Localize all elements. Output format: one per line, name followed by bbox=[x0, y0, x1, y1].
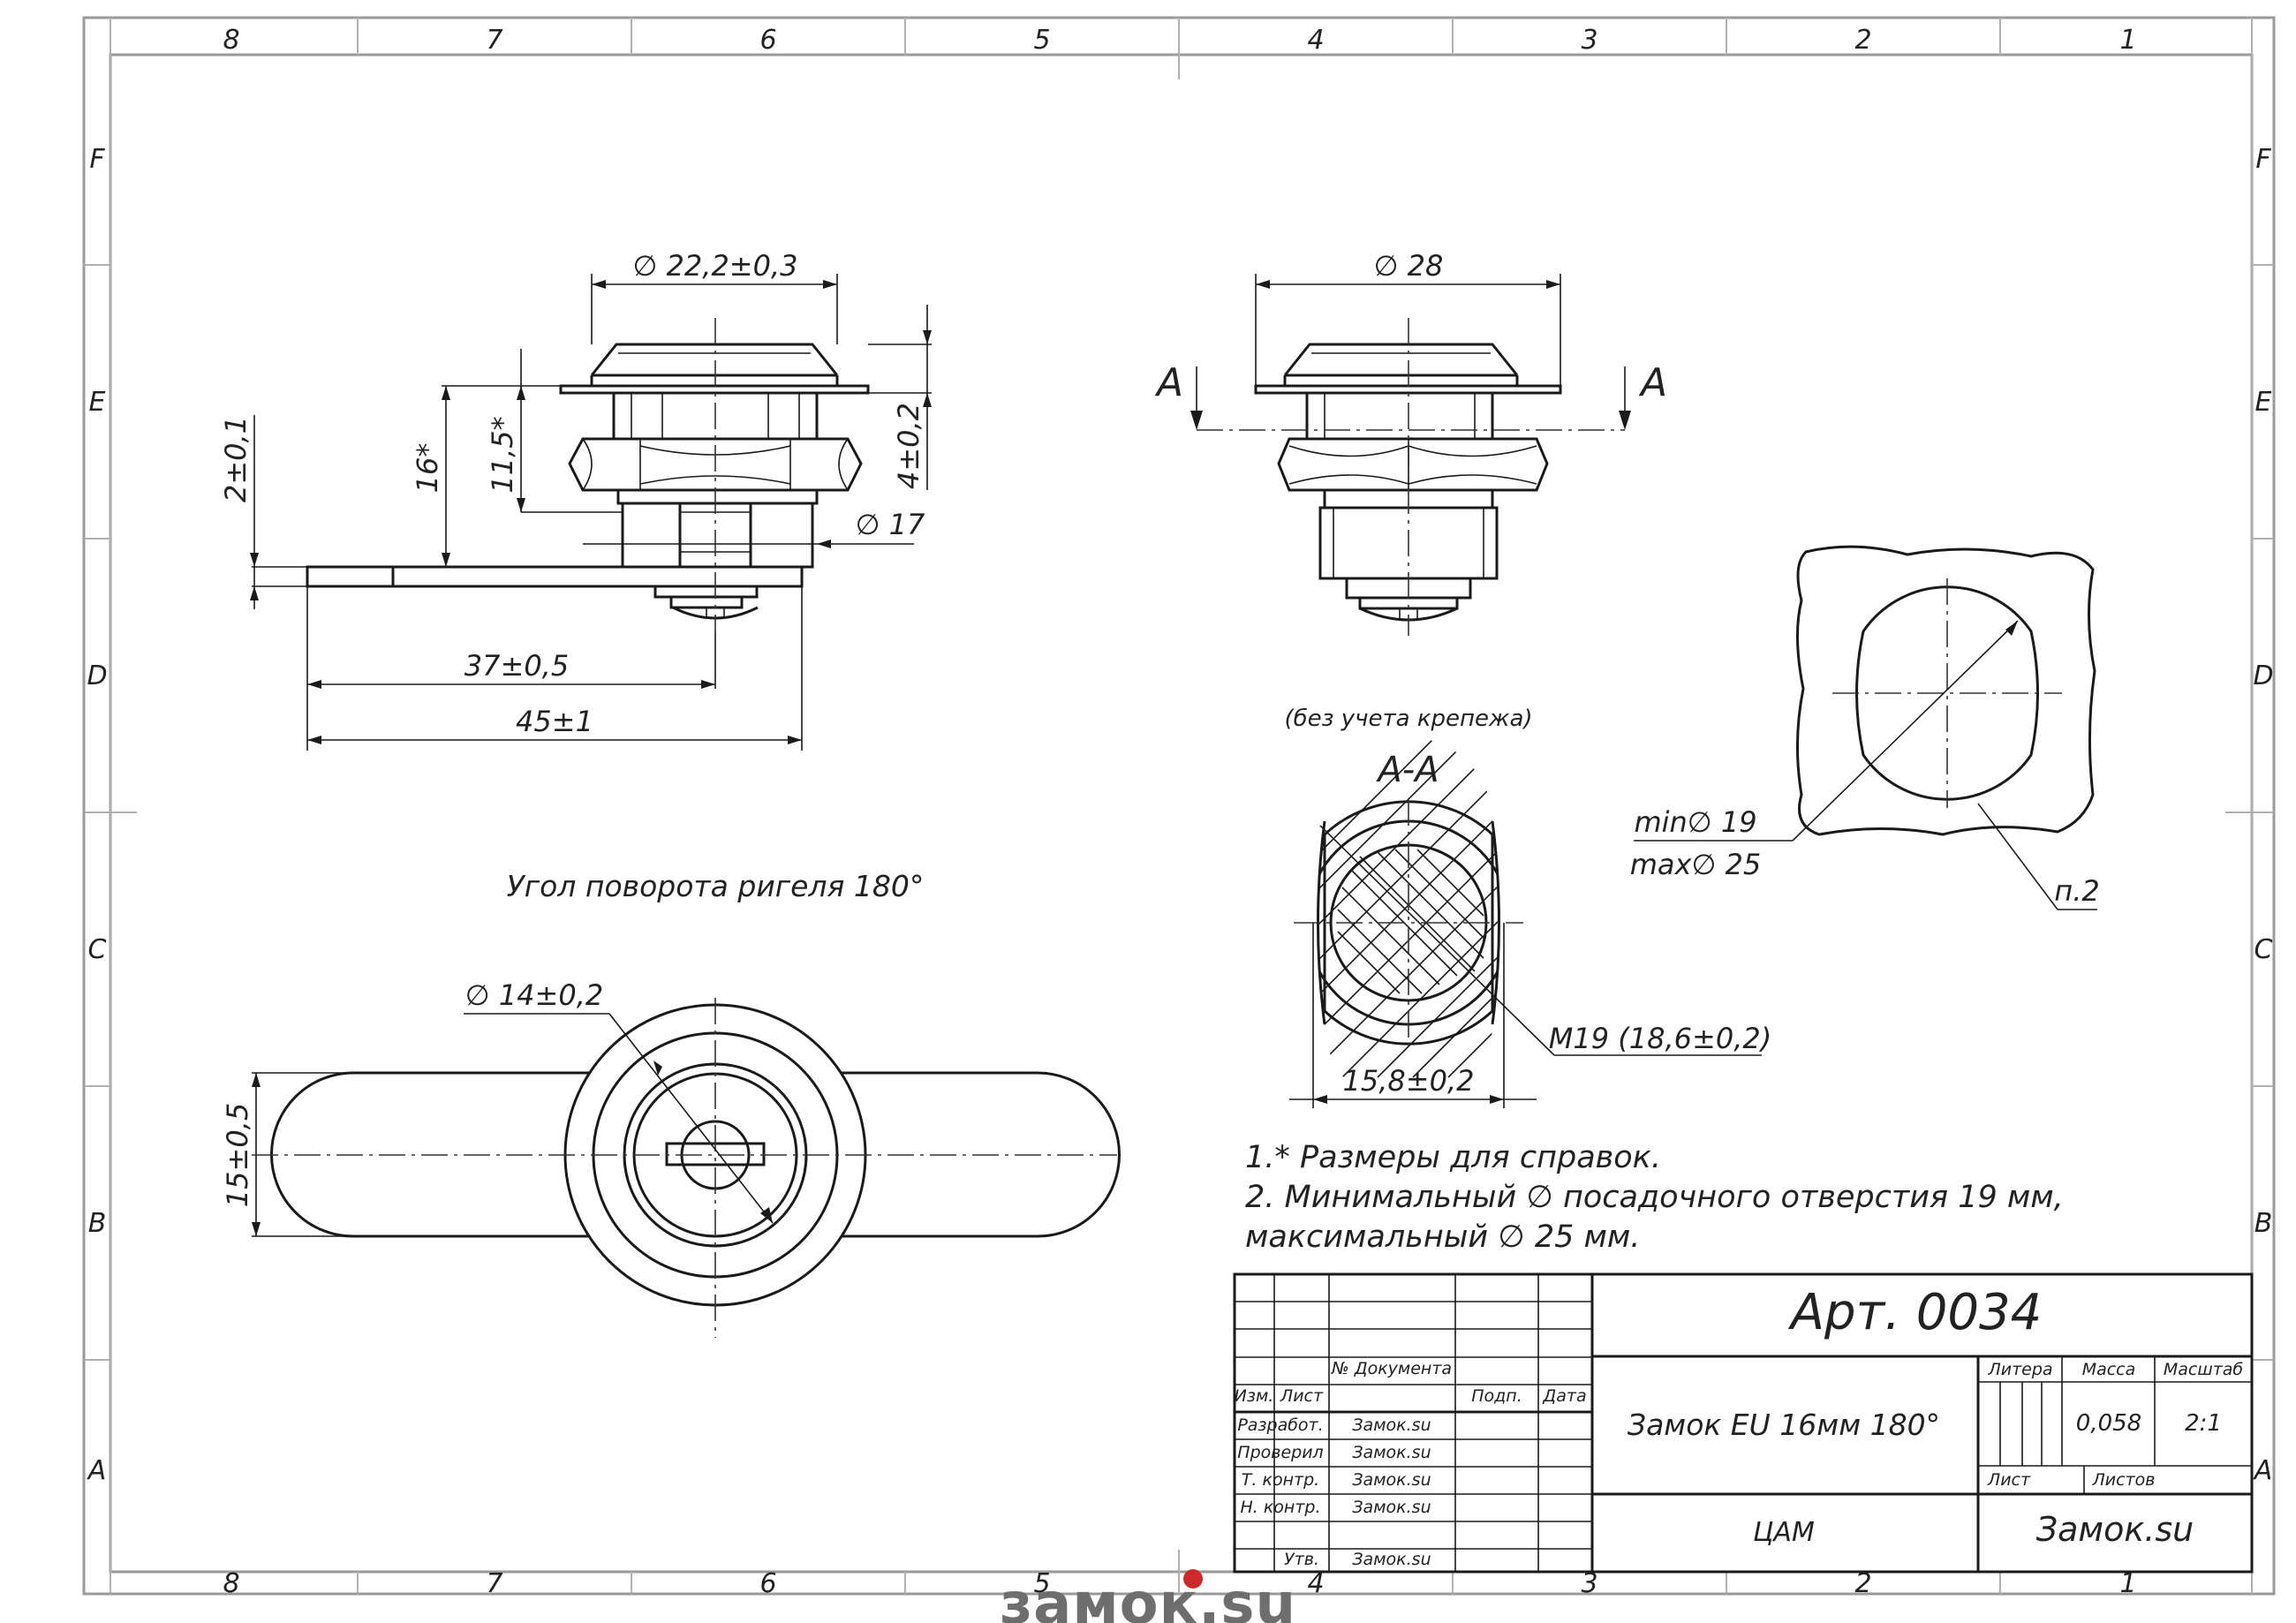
row-checked: Проверил bbox=[1237, 1443, 1323, 1462]
col-date: Дата bbox=[1542, 1386, 1586, 1406]
dim-diameter-14: ∅ 14±0,2 bbox=[465, 978, 603, 1012]
zone-row-c-right: C bbox=[2254, 934, 2273, 965]
row-norm-control: Н. контр. bbox=[1240, 1498, 1320, 1517]
material: ЦАМ bbox=[1753, 1517, 1815, 1548]
product-name: Замок EU 16мм 180° bbox=[1628, 1408, 1940, 1442]
signer-developed: Замок.su bbox=[1352, 1415, 1431, 1435]
section-mark-left: A bbox=[1154, 360, 1183, 405]
zone-col-3-top: 3 bbox=[1581, 25, 1597, 56]
zone-col-5-top: 5 bbox=[1033, 25, 1050, 56]
zone-col-7-top: 7 bbox=[486, 25, 502, 56]
col-doc-number: № Документа bbox=[1331, 1359, 1452, 1378]
technical-notes: 1.* Размеры для справок. 2. Минимальный … bbox=[1245, 1140, 2064, 1255]
dim-min-hole: min∅ 19 bbox=[1634, 805, 1756, 839]
zone-col-3-bottom: 3 bbox=[1581, 1568, 1597, 1599]
dim-height-16: 16* bbox=[411, 443, 444, 494]
zone-row-c-left: C bbox=[88, 934, 107, 965]
zone-row-a-left: A bbox=[87, 1455, 107, 1486]
zone-col-4-top: 4 bbox=[1307, 25, 1324, 56]
zone-row-b-right: B bbox=[2254, 1208, 2273, 1239]
zone-row-e-right: E bbox=[2255, 387, 2272, 418]
note-ref: п.2 bbox=[2054, 874, 2099, 908]
signer-norm-control: Замок.su bbox=[1352, 1498, 1431, 1517]
col-signature: Подп. bbox=[1471, 1386, 1522, 1406]
zone-row-d-left: D bbox=[87, 661, 107, 691]
signer-tech-control: Замок.su bbox=[1352, 1470, 1431, 1490]
side-view: ∅ 28 A A (без учета крепежа) bbox=[1154, 249, 1667, 732]
zone-row-f-left: F bbox=[89, 144, 105, 175]
dim-width-15: 15±0,5 bbox=[221, 1103, 254, 1207]
dim-height-11-5: 11,5* bbox=[486, 416, 519, 493]
zone-col-7-bottom: 7 bbox=[486, 1568, 502, 1599]
without-fasteners-note: (без учета крепежа) bbox=[1284, 706, 1532, 732]
section-mark-right: A bbox=[1638, 360, 1667, 405]
mounting-hole-view: min∅ 19 max∅ 25 п.2 bbox=[1630, 545, 2100, 910]
dim-length-45: 45±1 bbox=[516, 705, 593, 738]
sheet-label: Лист bbox=[1987, 1470, 2031, 1490]
zone-col-8-top: 8 bbox=[223, 25, 239, 56]
drawing-frame: 8 7 6 5 4 3 2 1 8 7 6 5 4 3 2 1 F E D C … bbox=[82, 16, 2276, 1599]
zone-row-a-right: A bbox=[2253, 1455, 2273, 1486]
zone-col-6-bottom: 6 bbox=[759, 1568, 776, 1599]
title-block: Арт. 0034 Замок EU 16мм 180° ЦАМ Замок.s… bbox=[1233, 1272, 2254, 1574]
dim-diameter-28: ∅ 28 bbox=[1374, 249, 1444, 283]
rotation-note: Угол поворота ригеля 180° bbox=[507, 869, 925, 903]
dim-thickness-2: 2±0,1 bbox=[219, 416, 253, 502]
logo-dot bbox=[1183, 1569, 1203, 1589]
scale-value: 2:1 bbox=[2185, 1410, 2222, 1437]
front-view: ∅ 22,2±0,3 16* 11,5* 2±0,1 4±0,2 ∅ 17 37 bbox=[219, 249, 932, 751]
dim-thread: M19 (18,6±0,2) bbox=[1549, 1022, 1771, 1055]
zone-col-8-bottom: 8 bbox=[223, 1568, 239, 1599]
dim-top-diameter: ∅ 22,2±0,3 bbox=[633, 249, 798, 283]
zone-col-5-bottom: 5 bbox=[1033, 1568, 1050, 1599]
zone-col-1-bottom: 1 bbox=[2119, 1568, 2136, 1599]
mass-label: Масса bbox=[2082, 1360, 2136, 1379]
zone-row-d-right: D bbox=[2253, 661, 2273, 691]
zamok-logo: замок.su bbox=[1000, 1569, 1296, 1623]
litera-label: Литера bbox=[1987, 1360, 2052, 1379]
note-1: 1.* Размеры для справок. bbox=[1245, 1140, 1661, 1175]
zone-col-1-top: 1 bbox=[2119, 25, 2136, 56]
dim-length-37: 37±0,5 bbox=[464, 649, 569, 683]
scale-label: Масштаб bbox=[2164, 1360, 2244, 1379]
zone-col-4-bottom: 4 bbox=[1307, 1568, 1324, 1599]
signer-approved: Замок.su bbox=[1352, 1550, 1431, 1569]
zone-row-b-left: B bbox=[88, 1208, 107, 1239]
logo-text: замок.su bbox=[1000, 1572, 1296, 1623]
note-2: 2. Минимальный ∅ посадочного отверстия 1… bbox=[1245, 1180, 2064, 1215]
section-title: А-А bbox=[1375, 750, 1439, 790]
col-change: Изм. bbox=[1235, 1386, 1274, 1406]
mass-value: 0,058 bbox=[2076, 1410, 2141, 1437]
dim-diameter-17: ∅ 17 bbox=[856, 508, 925, 541]
section-a-a: А-А bbox=[1289, 737, 1771, 1108]
signer-checked: Замок.su bbox=[1352, 1443, 1431, 1462]
article-number: Арт. 0034 bbox=[1788, 1284, 2043, 1341]
back-view: ∅ 14±0,2 15±0,5 bbox=[221, 978, 1121, 1338]
note-3: максимальный ∅ 25 мм. bbox=[1245, 1219, 1640, 1255]
row-tech-control: Т. контр. bbox=[1242, 1470, 1319, 1490]
dim-width-15-8: 15,8±0,2 bbox=[1343, 1064, 1475, 1098]
company-name: Замок.su bbox=[2036, 1510, 2194, 1549]
row-approved: Утв. bbox=[1284, 1550, 1319, 1569]
zone-col-2-top: 2 bbox=[1854, 25, 1871, 56]
zone-col-6-top: 6 bbox=[759, 25, 776, 56]
zone-col-2-bottom: 2 bbox=[1854, 1568, 1871, 1599]
col-sheet: Лист bbox=[1280, 1386, 1324, 1406]
row-developed: Разработ. bbox=[1237, 1415, 1323, 1435]
zone-row-e-left: E bbox=[89, 387, 106, 418]
zone-row-f-right: F bbox=[2255, 144, 2271, 175]
dim-height-4: 4±0,2 bbox=[892, 403, 925, 489]
dim-max-hole: max∅ 25 bbox=[1630, 848, 1761, 881]
sheets-label: Листов bbox=[2092, 1470, 2156, 1490]
